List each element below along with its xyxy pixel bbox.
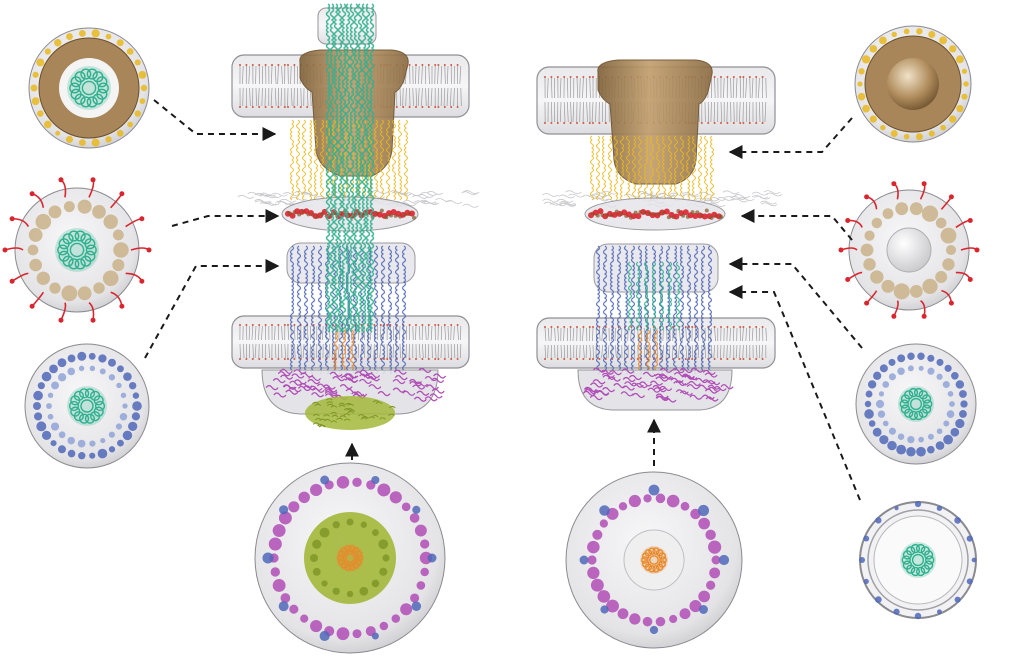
left-sorting-platform [305,396,395,430]
left-export-rod [325,3,375,333]
left-magenta-base [265,367,447,402]
icon-right-blue-ring-with-rod [855,343,977,465]
icon-left-red-tan-ring-with-rod [2,177,152,323]
right-yellow-ring [590,135,714,201]
arrow-left-red [171,209,280,227]
icon-left-blue-ring-with-rod [24,343,150,469]
arrow-right-blue [728,257,863,349]
arrow-right-thin [728,285,861,501]
left-density-map [299,49,409,177]
icon-right-thin-ring-with-rod [858,500,977,620]
icon-right-red-tan-ring-empty [838,181,980,319]
left-complex [231,3,480,430]
icon-bottom-base-with-green-platform [254,462,446,654]
left-sorting-platform-detail [312,398,396,428]
arrow-right-top [728,117,853,159]
icon-right-top-ring-with-cup [854,25,972,143]
right-blue-ring [595,245,713,375]
arrow-right-red [740,209,853,241]
right-density-map [597,59,713,185]
right-complex [536,59,783,411]
icon-bottom-base-with-orange-core [565,471,743,649]
right-magenta-base [582,367,734,403]
right-red-ring [588,208,723,220]
arrow-left-blue [144,259,280,359]
icon-left-top-ring-with-rod [28,27,150,149]
callout-arrows [144,99,863,501]
